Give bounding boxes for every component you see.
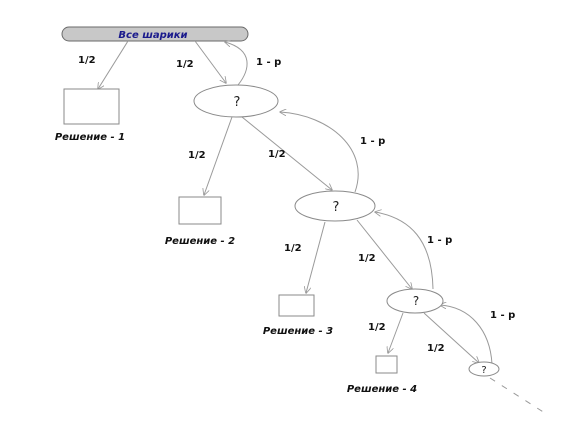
label-half-root-outcome-1: 1/2 [78, 55, 96, 66]
edge-decision-2-back [280, 112, 359, 193]
decision-node-1: ? [193, 84, 279, 118]
decision-node-2: ? [294, 190, 376, 222]
label-half-root-decision-1: 1/2 [176, 59, 194, 70]
label-half-decision-2-decision-3: 1/2 [358, 253, 376, 264]
edge-decision-3-back [375, 212, 434, 290]
edge-decision-1-back [225, 42, 248, 86]
outcome-1-caption: Решение - 1 [55, 132, 125, 143]
root-node: Все шарики [61, 26, 249, 42]
label-half-decision-1-outcome-2: 1/2 [188, 150, 206, 161]
outcome-node-1: Решение - 1 [55, 88, 125, 143]
outcome-2-caption: Решение - 2 [165, 236, 235, 247]
label-back-decision-4: 1 - p [490, 310, 515, 321]
edge-decision-3-to-decision-4 [423, 312, 479, 363]
label-back-decision-3: 1 - p [427, 235, 452, 246]
decision-4-symbol: ? [481, 365, 486, 376]
decision-2-symbol: ? [333, 200, 340, 215]
root-label: Все шарики [118, 30, 187, 41]
edge-root-to-decision-1 [194, 40, 226, 83]
outcome-node-4: Решение - 4 [347, 355, 417, 395]
outcome-4-caption: Решение - 4 [347, 384, 417, 395]
decision-node-3: ? [386, 288, 444, 314]
label-back-decision-1: 1 - p [256, 57, 281, 68]
outcome-node-3: Решение - 3 [263, 294, 333, 337]
label-back-decision-2: 1 - p [360, 136, 385, 147]
edge-continuation [489, 377, 549, 416]
edge-decision-2-to-outcome-3 [306, 221, 326, 293]
edge-decision-4-back [440, 305, 493, 365]
edge-decision-1-to-decision-2 [241, 116, 332, 190]
edge-decision-3-to-outcome-4 [388, 312, 404, 353]
label-half-decision-3-outcome-4: 1/2 [368, 322, 386, 333]
edge-labels: 1/2 1/2 1 - p 1/2 1/2 1 - p 1/2 1/2 1 - … [78, 55, 515, 354]
decision-1-symbol: ? [234, 95, 241, 110]
decision-node-4: ? [468, 361, 500, 377]
decision-3-symbol: ? [413, 294, 419, 308]
label-half-decision-2-outcome-3: 1/2 [284, 243, 302, 254]
outcome-node-2: Решение - 2 [165, 196, 235, 247]
label-half-decision-3-decision-4: 1/2 [427, 343, 445, 354]
edge-root-to-outcome-1 [98, 40, 129, 89]
label-half-decision-1-decision-2: 1/2 [268, 149, 286, 160]
edge-decision-2-to-decision-3 [356, 219, 412, 289]
edges [98, 40, 549, 416]
outcome-3-caption: Решение - 3 [263, 326, 333, 337]
edge-decision-1-to-outcome-2 [204, 116, 233, 195]
